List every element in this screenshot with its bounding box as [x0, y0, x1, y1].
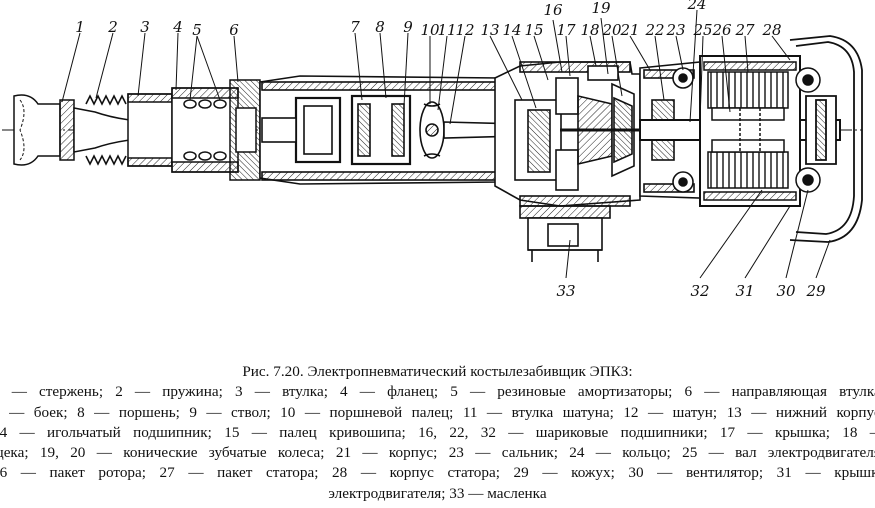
- labels_top-label-16: 16: [543, 1, 563, 19]
- oiler-part: [519, 205, 611, 262]
- labels_top-label-4: 4: [172, 18, 183, 36]
- labels_bottom-label-30: 30: [776, 282, 796, 300]
- caption-line: электродвигателя; 33 — масленка: [328, 484, 547, 502]
- labels_top-label-7: 7: [350, 18, 360, 36]
- labels_top-label-18: 18: [580, 21, 599, 39]
- labels_top-label-26: 26: [711, 21, 732, 39]
- labels_top-label-12: 12: [455, 21, 474, 39]
- motor-shroud: [789, 35, 863, 243]
- caption-line: 1 — стержень; 2 — пружина; 3 — втулка; 4…: [0, 383, 875, 401]
- labels_top-label-27: 27: [734, 21, 755, 39]
- gearbox-housing: [494, 61, 650, 207]
- labels_top-label-10: 10: [420, 21, 440, 39]
- labels_top-label-13: 13: [480, 21, 499, 39]
- labels_bottom-label-31: 31: [735, 282, 754, 300]
- caption-line: 26 — пакет ротора; 27 — пакет статора; 2…: [0, 464, 875, 482]
- labels_top-label-5: 5: [192, 21, 202, 39]
- labels_top-label-14: 14: [502, 21, 521, 39]
- labels_top-label-25: 25: [692, 21, 712, 39]
- labels_top-label-11: 11: [437, 21, 456, 39]
- caption-line: 7 — боек; 8 — поршень; 9 — ствол; 10 — п…: [0, 403, 875, 421]
- labels_top-label-9: 9: [403, 18, 413, 36]
- front-housing: [127, 79, 261, 181]
- labels_bottom-label-29: 29: [805, 282, 826, 300]
- labels_top-label-17: 17: [556, 21, 576, 39]
- leader-lines: [61, 9, 831, 279]
- labels_top-label-6: 6: [229, 21, 239, 39]
- labels_top-label-8: 8: [375, 18, 385, 36]
- labels_top-label-20: 20: [601, 21, 622, 39]
- motor-stator-rotor: [699, 55, 821, 207]
- labels_top-label-24: 24: [686, 0, 706, 13]
- labels_top-label-3: 3: [140, 18, 150, 36]
- barrel-cylinder: [259, 75, 501, 185]
- labels_bottom-label-32: 32: [690, 282, 709, 300]
- labels_top-label-22: 22: [644, 21, 664, 39]
- labels_top-label-1: 1: [75, 18, 85, 36]
- spring-part: [85, 94, 127, 166]
- caption-line: 14 — игольчатый подшипник; 15 — палец кр…: [0, 423, 875, 441]
- caption-title: Рис. 7.20. Электропневматический костыле…: [242, 363, 633, 380]
- figure-caption: Рис. 7.20. Электропневматический костыле…: [0, 362, 875, 508]
- labels_top-label-19: 19: [591, 0, 611, 17]
- labels_bottom-label-33: 33: [556, 282, 575, 300]
- labels_top-label-23: 23: [665, 21, 685, 39]
- labels_top-label-15: 15: [524, 21, 543, 39]
- machine-cross-section-drawing: 1234567891011121314151617181920212223242…: [2, 0, 863, 300]
- labels_top-label-2: 2: [107, 18, 118, 36]
- caption-line: щека; 19, 20 — конические зубчатые колес…: [0, 444, 875, 462]
- labels_top-label-21: 21: [619, 21, 639, 39]
- labels_top-label-28: 28: [761, 21, 781, 39]
